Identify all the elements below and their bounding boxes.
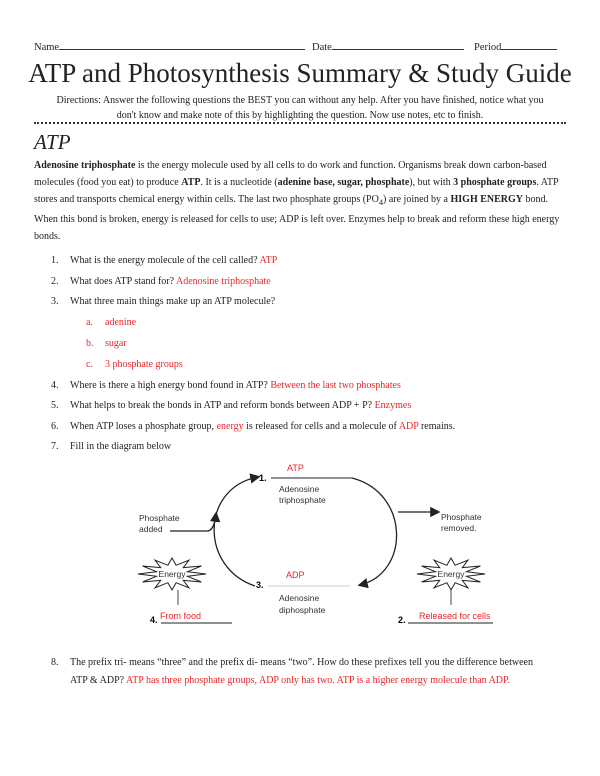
answer: ATP has three phosphate groups, ADP only… bbox=[126, 675, 510, 686]
date-blank[interactable] bbox=[331, 38, 464, 50]
cycle-arc-left bbox=[213, 473, 261, 587]
energy-starburst-right-icon bbox=[416, 556, 486, 592]
phosphate-removed-label: Phosphate bbox=[441, 512, 482, 522]
content-flow: Adenosine triphosphate is the energy mol… bbox=[34, 157, 566, 690]
starburst-shape bbox=[137, 556, 207, 592]
blank-2-answer: Released for cells bbox=[419, 611, 491, 621]
date-field[interactable]: Date bbox=[312, 38, 464, 53]
question-8: 8.The prefix tri- means “three” and the … bbox=[51, 657, 533, 686]
phosphate-removed-label: removed. bbox=[441, 523, 476, 533]
directions-line-1: Directions: Answer the following questio… bbox=[56, 95, 544, 106]
sub-answer-b: b.sugar bbox=[86, 338, 127, 349]
dotted-divider bbox=[34, 122, 566, 124]
answer: Between the last two phosphates bbox=[270, 379, 401, 391]
period-blank[interactable] bbox=[501, 38, 558, 50]
energy-label-left: Energy bbox=[159, 569, 187, 579]
name-field[interactable]: Name bbox=[34, 38, 306, 53]
answer: Adenosine triphosphate bbox=[176, 275, 271, 287]
adp-label: Adenosine bbox=[279, 593, 319, 603]
question-2: 2.What does ATP stand for? Adenosine tri… bbox=[51, 275, 271, 287]
atp-answer: ATP bbox=[287, 463, 304, 473]
section-heading: ATP bbox=[34, 130, 71, 154]
adp-label: diphosphate bbox=[279, 605, 326, 615]
page-title: ATP and Photosynthesis Summary & Study G… bbox=[28, 58, 572, 88]
answer: ATP bbox=[259, 255, 278, 266]
label-2: 2. bbox=[398, 615, 406, 625]
question-1: 1.What is the energy molecule of the cel… bbox=[51, 255, 278, 266]
sub-answer-c: c.3 phosphate groups bbox=[86, 359, 183, 370]
phosphate-added-label: Phosphate bbox=[139, 513, 180, 523]
atp-label: triphosphate bbox=[279, 495, 326, 505]
atp-label: Adenosine bbox=[279, 484, 319, 494]
question-6: 6.When ATP loses a phosphate group, ener… bbox=[51, 420, 456, 432]
answer: Enzymes bbox=[374, 400, 412, 411]
question-7: 7.Fill in the diagram below bbox=[51, 441, 172, 452]
phosphate-added-arrow bbox=[170, 511, 221, 532]
label-4: 4. bbox=[150, 615, 158, 625]
energy-starburst-left-icon bbox=[137, 556, 207, 592]
question-5: 5.What helps to break the bonds in ATP a… bbox=[51, 400, 412, 411]
name-blank[interactable] bbox=[59, 38, 306, 50]
label-1: 1. bbox=[259, 473, 267, 483]
phosphate-added-label: added bbox=[139, 524, 163, 534]
question-4: 4.Where is there a high energy bond foun… bbox=[51, 379, 401, 391]
cycle-arc-right bbox=[351, 477, 398, 589]
period-label: Period bbox=[474, 42, 502, 53]
energy-label-right: Energy bbox=[438, 569, 466, 579]
sub-answer-a: a.adenine bbox=[86, 317, 137, 328]
blank-4-answer: From food bbox=[160, 611, 201, 621]
question-3: 3.What three main things make up an ATP … bbox=[51, 296, 276, 307]
starburst-shape bbox=[416, 556, 486, 592]
directions-line-2: don't know and make note of this by high… bbox=[116, 110, 484, 121]
adp-answer: ADP bbox=[286, 570, 305, 580]
name-label: Name bbox=[34, 42, 60, 53]
label-3: 3. bbox=[256, 580, 264, 590]
atp-cycle-diagram: 1. ATP Adenosine triphosphate Phosphate … bbox=[137, 463, 493, 625]
date-label: Date bbox=[312, 42, 332, 53]
intro-paragraph: Adenosine triphosphate is the energy mol… bbox=[34, 160, 560, 242]
period-field[interactable]: Period bbox=[474, 38, 558, 53]
